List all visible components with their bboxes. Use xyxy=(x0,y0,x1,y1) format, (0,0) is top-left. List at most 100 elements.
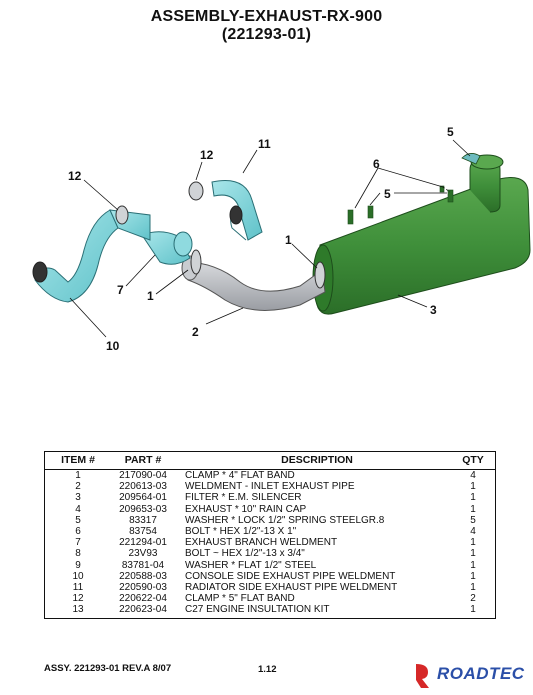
cell-item: 12 xyxy=(72,593,84,605)
cell-qty: 1 xyxy=(470,570,476,582)
leader-lines xyxy=(69,139,471,338)
cell-part: 220623-04 xyxy=(119,604,167,616)
muffler-silencer xyxy=(312,159,531,315)
cell-part: 83754 xyxy=(129,526,157,538)
cell-part: 23V93 xyxy=(128,548,158,560)
callout-11: 11 xyxy=(258,137,271,151)
cell-part: 217090-04 xyxy=(119,470,167,482)
cell-description: CONSOLE SIDE EXHAUST PIPE WELDMENT xyxy=(185,570,396,582)
cell-qty: 4 xyxy=(470,470,476,482)
cell-qty: 1 xyxy=(470,481,476,493)
footer-page-number: 1.12 xyxy=(258,664,277,675)
cell-item: 4 xyxy=(75,503,81,515)
cell-description: WASHER * FLAT 1/2" STEEL xyxy=(185,559,317,571)
cell-item: 3 xyxy=(75,492,81,504)
callout-1-left: 1 xyxy=(147,289,154,303)
footer-assembly: ASSY. 221293-01 REV.A 8/07 xyxy=(44,663,172,674)
cell-qty: 1 xyxy=(470,581,476,593)
table-row: 2 220613-03 WELDMENT - INLET EXHAUST PIPE 1 xyxy=(45,481,496,492)
cell-item: 13 xyxy=(72,604,84,616)
table-row: 9 83781-04 WASHER * FLAT 1/2" STEEL 1 xyxy=(45,560,496,571)
cell-part: 209564-01 xyxy=(119,492,167,504)
radiator-side-exhaust-pipe xyxy=(188,180,263,241)
bolts-and-washers xyxy=(347,185,454,225)
flat-band-clamps xyxy=(190,249,326,289)
table-row: 1 217090-04 CLAMP * 4" FLAT BAND 4 xyxy=(45,470,496,482)
parts-list-table: ITEM # PART # DESCRIPTION QTY 1 217090-04… xyxy=(44,451,496,620)
cell-description: RADIATOR SIDE EXHAUST PIPE WELDMENT xyxy=(185,581,398,593)
cell-part: 220588-03 xyxy=(119,570,167,582)
cell-qty: 1 xyxy=(470,537,476,549)
header-qty: QTY xyxy=(451,451,496,470)
cell-part: 221294-01 xyxy=(119,537,167,549)
callout-5: 5 xyxy=(384,187,391,201)
callout-7: 7 xyxy=(117,283,124,297)
cell-qty: 1 xyxy=(470,503,476,515)
roadtec-logo-icon xyxy=(416,664,429,688)
cell-description: EXHAUST * 10" RAIN CAP xyxy=(185,503,307,515)
callout-6: 6 xyxy=(373,157,380,171)
exhaust-assembly-diagram: 5 6 5 1 3 2 1 7 12 12 11 10 xyxy=(32,125,531,353)
header-part: PART # xyxy=(111,451,175,470)
cell-item: 5 xyxy=(75,514,81,526)
cell-qty: 4 xyxy=(470,526,476,538)
cell-part: 220613-03 xyxy=(119,481,167,493)
table-row: 6 83754 BOLT * HEX 1/2"-13 X 1" 4 xyxy=(45,526,496,537)
callout-1-right: 1 xyxy=(285,233,292,247)
cell-item: 8 xyxy=(75,548,81,560)
cell-part: 220622-04 xyxy=(119,593,167,605)
callout-2: 2 xyxy=(192,325,199,339)
cell-description: CLAMP * 4" FLAT BAND xyxy=(185,470,295,482)
cell-qty: 1 xyxy=(470,604,476,616)
cell-description: BOLT ~ HEX 1/2"-13 x 3/4" xyxy=(185,548,305,560)
table-row: 10 220588-03 CONSOLE SIDE EXHAUST PIPE WEL… xyxy=(45,571,496,582)
callout-10: 10 xyxy=(106,339,120,353)
cell-qty: 2 xyxy=(470,593,476,605)
cell-part: 83781-04 xyxy=(121,559,165,571)
callout-12-top: 12 xyxy=(200,148,214,162)
cell-item: 6 xyxy=(75,526,81,538)
callout-12-left: 12 xyxy=(68,169,82,183)
header-item: ITEM # xyxy=(44,451,111,470)
table-header-row: ITEM # PART # DESCRIPTION QTY xyxy=(44,451,496,470)
callout-4: 5 xyxy=(447,125,454,139)
table-row: 4 209653-03 EXHAUST * 10" RAIN CAP 1 xyxy=(45,504,496,515)
cell-item: 1 xyxy=(75,470,81,482)
table-row: 11 220590-03 RADIATOR SIDE EXHAUST PIPE WE… xyxy=(45,582,496,593)
inlet-exhaust-pipe xyxy=(181,255,326,311)
cell-part: 220590-03 xyxy=(119,581,167,593)
cell-item: 7 xyxy=(75,537,81,549)
table-row: 13 220623-04 C27 ENGINE INSULTATION KIT 1 xyxy=(45,604,496,619)
table-row: 5 83317 WASHER * LOCK 1/2" SPRING STEELGR.… xyxy=(45,515,496,526)
cell-item: 11 xyxy=(72,581,84,593)
cell-description: WASHER * LOCK 1/2" SPRING STEELGR.8 xyxy=(185,514,385,526)
page-title: ASSEMBLY-EXHAUST-RX-900 xyxy=(150,8,383,25)
cell-qty: 1 xyxy=(470,559,476,571)
cell-description: WELDMENT - INLET EXHAUST PIPE xyxy=(185,481,355,493)
roadtec-logo-text: ROADTEC xyxy=(437,664,525,683)
cell-description: EXHAUST BRANCH WELDMENT xyxy=(185,537,338,549)
callout-3: 3 xyxy=(430,303,437,317)
table-row: 8 23V93 BOLT ~ HEX 1/2"-13 x 3/4" 1 xyxy=(45,548,496,559)
header-description: DESCRIPTION xyxy=(175,451,451,470)
cell-qty: 1 xyxy=(470,548,476,560)
cell-description: FILTER * E.M. SILENCER xyxy=(185,492,302,504)
cell-part: 83317 xyxy=(129,514,157,526)
cell-description: BOLT * HEX 1/2"-13 X 1" xyxy=(185,526,297,538)
cell-description: C27 ENGINE INSULTATION KIT xyxy=(185,604,330,616)
console-side-exhaust-pipe xyxy=(32,205,151,303)
cell-description: CLAMP * 5" FLAT BAND xyxy=(185,593,295,605)
table-row: 12 220622-04 CLAMP * 5" FLAT BAND 2 xyxy=(45,593,496,604)
rain-cap xyxy=(461,153,504,170)
cell-qty: 5 xyxy=(470,514,476,526)
exhaust-branch-weldment xyxy=(141,231,193,265)
table-row: 7 221294-01 EXHAUST BRANCH WELDMENT 1 xyxy=(45,537,496,548)
cell-part: 209653-03 xyxy=(119,503,167,515)
cell-qty: 1 xyxy=(470,492,476,504)
page-subtitle: (221293-01) xyxy=(221,26,312,43)
table-row: 3 209564-01 FILTER * E.M. SILENCER 1 xyxy=(45,492,496,503)
cell-item: 10 xyxy=(72,570,84,582)
parts-list-body: 1 217090-04 CLAMP * 4" FLAT BAND 4 2 220613-0… xyxy=(45,470,496,619)
cell-item: 9 xyxy=(75,559,81,571)
cell-item: 2 xyxy=(75,481,81,493)
